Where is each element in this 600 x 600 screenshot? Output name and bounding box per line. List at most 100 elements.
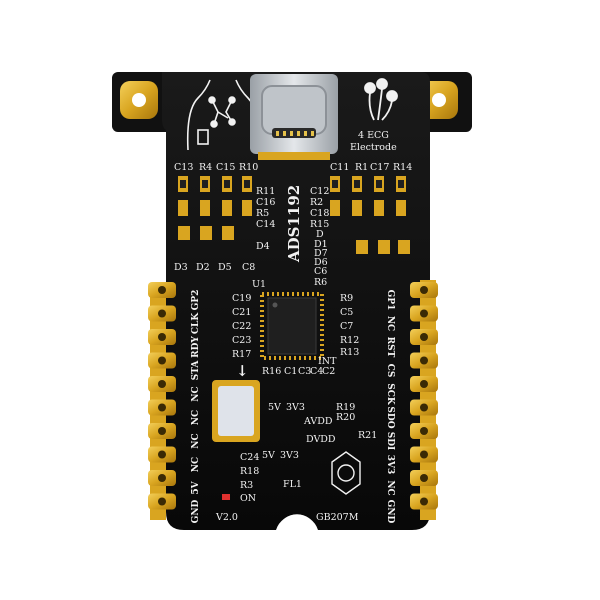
svg-text:D4: D4 [256,241,270,252]
svg-text:C21: C21 [232,307,251,318]
label-r1: R1 [355,162,368,173]
header-hole [420,333,428,341]
svg-text:C2: C2 [322,366,335,377]
power-led-label: ON [240,493,256,504]
svg-text:C6: C6 [314,266,327,277]
header-hole [158,450,166,459]
label-c15: C15 [216,162,235,173]
svg-text:R19: R19 [336,402,355,413]
svg-text:C8: C8 [242,262,255,273]
avdd-label: AVDD [303,416,333,427]
jumper-5v-label: 5V [268,402,281,413]
svg-text:D3: D3 [174,262,188,273]
model-label: GB207M [316,512,359,523]
right-pin-nc: NC [385,316,395,331]
arrow-marker: ↓ [236,362,249,380]
left-lower-labels: C24 R18 R3 [240,452,259,491]
fuse-label: FL1 [283,479,302,490]
left-pin-nc: NC [191,457,201,472]
svg-text:R21: R21 [358,430,377,441]
svg-text:D: D [316,229,324,240]
svg-text:C5: C5 [340,307,353,318]
right-pin-cs: CS [385,364,395,378]
svg-text:C3: C3 [298,366,311,377]
label-c13: C13 [174,162,193,173]
diode-labels: D4 D3 D2 D5 C8 [174,241,270,273]
svg-text:R6: R6 [314,277,327,288]
chip-ref-label: U1 [252,279,266,290]
svg-text:C19: C19 [232,293,251,304]
svg-text:C16: C16 [256,197,275,208]
left-pin-nc: NC [191,410,201,425]
header-hole [420,286,428,294]
svg-text:R16: R16 [262,366,281,377]
adc-chip [260,292,324,360]
svg-text:R20: R20 [336,412,355,423]
power-led [222,494,230,500]
svg-text:R11: R11 [256,186,275,197]
header-hole [158,380,166,388]
left-pin-nc: NC [191,386,201,401]
left-pin-sta: STA [191,360,201,381]
header-hole [158,333,166,341]
svg-text:R13: R13 [340,347,359,358]
manufacturer-logo [331,451,361,495]
label-r10: R10 [239,162,258,173]
svg-text:C4: C4 [310,366,323,377]
bottom-cap-labels: R16 C1 C3 C4 C2 [262,366,335,377]
svg-text:R9: R9 [340,293,353,304]
electrode-label-line1: 4 ECG [358,130,389,141]
jumper-3v3-label: 3V3 [286,402,305,413]
right-pin-rst: RST [385,337,395,358]
mounting-hole-left [120,81,158,119]
svg-text:R17: R17 [232,349,251,360]
left-pin-5v: 5V [191,480,201,494]
header-hole [158,497,166,506]
mid-left-labels: R11 C16 R5 C14 [256,186,275,230]
right-pin-sdi: SDI [385,432,395,451]
left-pin-clk: CLK [191,312,201,334]
sensor-module [212,380,260,442]
svg-text:C7: C7 [340,321,353,332]
pcb-bottom-notch [278,514,316,532]
svg-text:R15: R15 [310,219,329,230]
right-pin-gnd: GND [385,500,395,524]
version-label: V2.0 [215,512,238,523]
svg-text:D1: D1 [314,239,328,250]
right-lower-labels: R19 R20 R21 [336,402,377,441]
int-label: INT [318,356,337,367]
header-hole [420,450,428,459]
header-hole [420,474,428,482]
svg-text:C22: C22 [232,321,251,332]
usb-c-connector [250,74,338,160]
jumper2-5v-label: 5V [262,450,275,461]
human-torso-icon [186,79,260,151]
electrode-icon [364,78,398,121]
label-c11: C11 [330,162,349,173]
svg-text:C23: C23 [232,335,251,346]
svg-text:R12: R12 [340,335,359,346]
left-cap-labels: C19 C21 C22 C23 R17 [232,293,251,360]
header-hole [158,309,166,318]
header-hole [420,497,428,506]
header-hole [158,403,166,412]
right-pin-sdo: SDO [385,406,395,428]
svg-text:C14: C14 [256,219,275,230]
left-pin-gp2: GP2 [191,290,201,311]
mid-right-labels: C12 R2 C18 R15 D D1 D7 D6 C6 R6 [310,186,329,288]
chip-name-label: ADS1192 [285,185,303,263]
right-pin-3v3: 3V3 [385,455,395,475]
header-hole [158,286,166,294]
header-hole [420,427,428,435]
svg-text:R2: R2 [310,197,323,208]
svg-text:C12: C12 [310,186,329,197]
right-pin-gp1: GP1 [385,290,395,311]
right-cap-labels: R9 C5 C7 R12 R13 [340,293,359,358]
header-hole [420,380,428,388]
header-hole [158,427,166,435]
top-components [178,176,410,254]
svg-text:C24: C24 [240,452,259,463]
